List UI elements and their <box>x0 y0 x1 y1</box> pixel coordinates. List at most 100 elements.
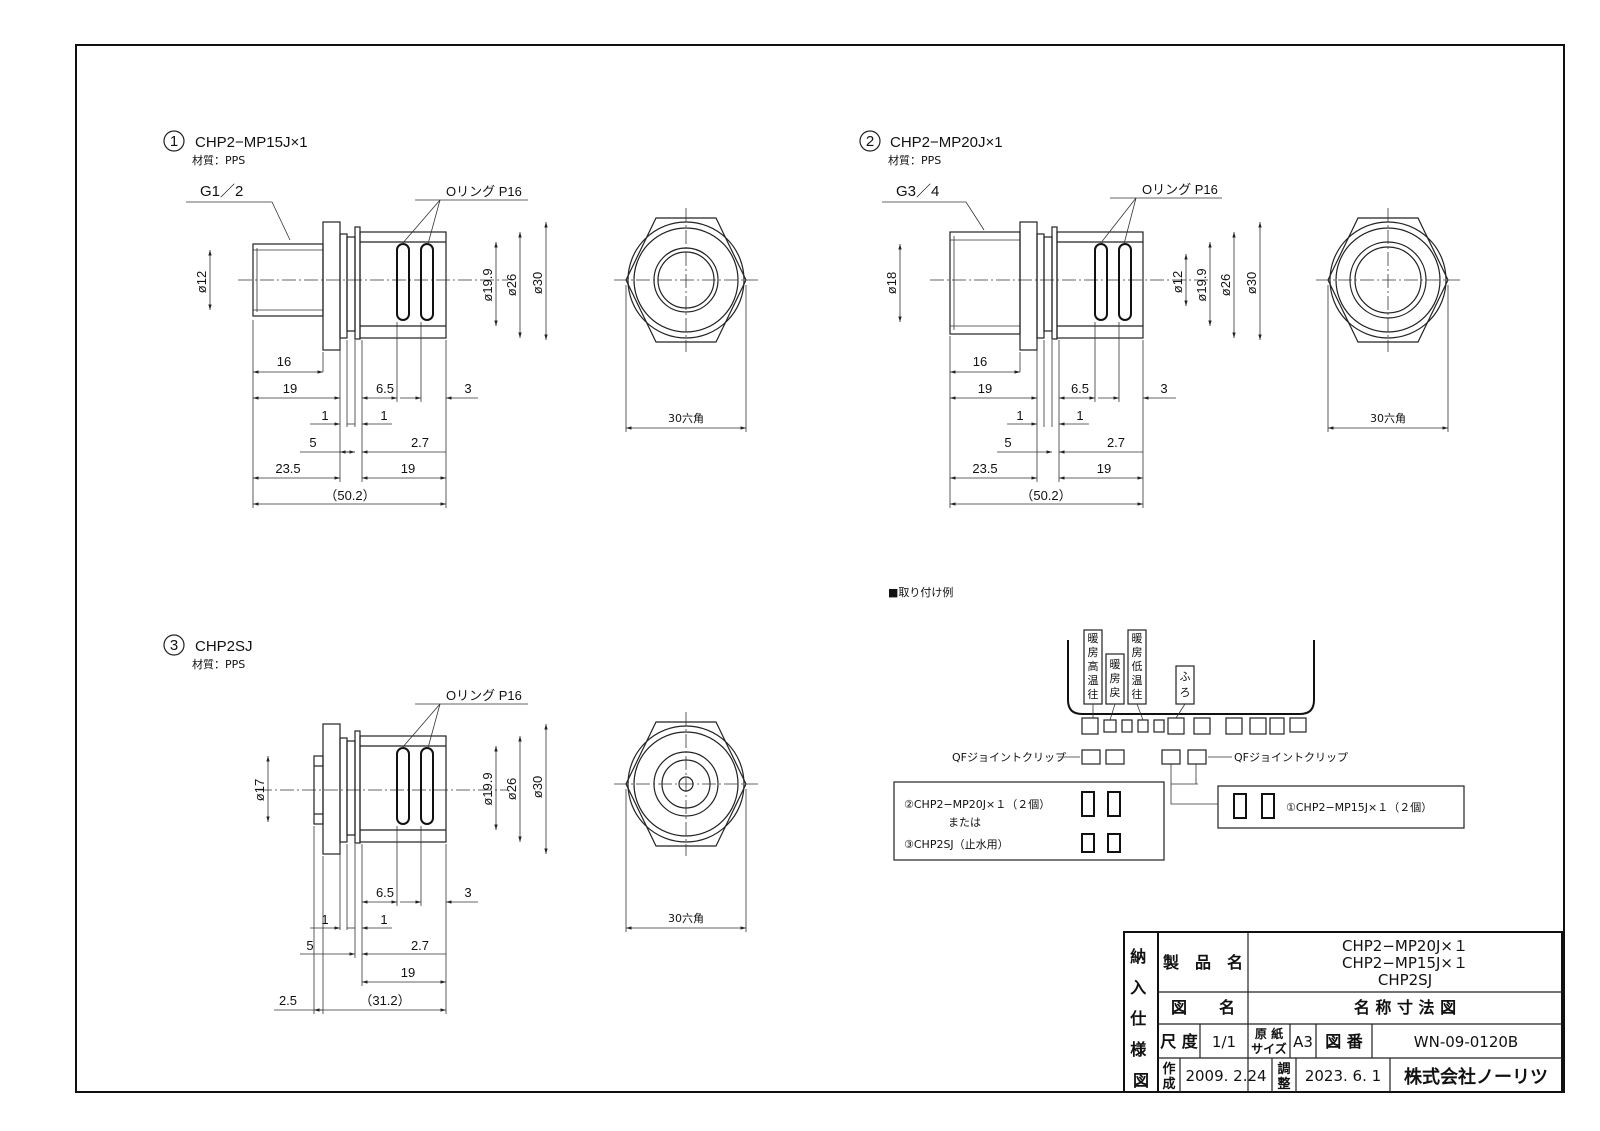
drawing-border <box>75 44 1565 1093</box>
part-1-dim-1b: 1 <box>380 408 387 423</box>
part-3-material: 材質：PPS <box>192 657 245 671</box>
part-2-number-circle <box>859 130 881 152</box>
part-2-dim-16: 16 <box>973 354 987 369</box>
part-1-dim-65: 6.5 <box>376 381 394 396</box>
part-2-oring: Oリング P16 <box>1142 182 1218 197</box>
part-1-dim-hex: 30六角 <box>668 412 704 425</box>
part-2-dim-total: （50.2） <box>1020 488 1071 503</box>
part-3-dim-3: 3 <box>464 885 471 900</box>
part-1-name: CHP2−MP15J×1 <box>195 134 308 151</box>
part-1-dim-5: 5 <box>309 435 316 450</box>
part-3-dim-total: （31.2） <box>359 993 410 1008</box>
part-3-dim-19b: 19 <box>401 965 415 980</box>
tb-size-label-2: サイズ <box>1251 1041 1287 1056</box>
install-box-left-line2: ③CHP2SJ（止水用） <box>904 838 1009 851</box>
part-3-number-circle <box>163 634 185 656</box>
part-2-dim-3: 3 <box>1160 381 1167 396</box>
part-1-dim-total: （50.2） <box>324 488 375 503</box>
install-fitting-icons-right <box>1233 793 1275 819</box>
tb-scale-label: 尺 度 <box>1160 1032 1199 1051</box>
install-box-left-or: または <box>948 816 981 829</box>
tb-size: A3 <box>1293 1033 1313 1051</box>
tb-made-date: 2009. 2.24 <box>1185 1067 1266 1085</box>
part-3-dim-d-left: ø17 <box>252 779 267 801</box>
part-1-dim-d30: ø30 <box>530 272 545 294</box>
part-1-dim-27: 2.7 <box>411 435 429 450</box>
part-3-group: 3 CHP2SJ 材質：PPS Oリング P16 ø17 ø19.9 <box>163 634 758 1014</box>
install-heading: ■取り付け例 <box>888 585 953 599</box>
tb-product-1: CHP2−MP20J×１ <box>1342 937 1468 955</box>
part-3-dim-d30: ø30 <box>530 776 545 798</box>
part-3-dim-d-oring: ø19.9 <box>480 772 495 805</box>
part-1-side-view: G1／2 Oリング P16 ø12 ø19.9 ø26 ø30 <box>186 183 548 508</box>
part-2-number: 2 <box>866 133 874 150</box>
install-box-left-line1: ②CHP2−MP20J×１（２個） <box>904 798 1050 811</box>
tb-drawing-label: 図 名 <box>1171 998 1235 1017</box>
part-1-dim-1a: 1 <box>321 408 328 423</box>
part-3-dim-65: 6.5 <box>376 885 394 900</box>
part-1-dim-d26: ø26 <box>504 274 519 296</box>
part-1-number: 1 <box>170 133 178 150</box>
part-2-end-view: 30六角 <box>1316 208 1460 432</box>
part-2-dim-d-left: ø18 <box>884 272 899 294</box>
install-label-2: 暖房戻 <box>1110 658 1121 699</box>
part-3-dim-d26: ø26 <box>504 778 519 800</box>
part-2-dim-19b: 19 <box>1097 461 1111 476</box>
install-box-right <box>1217 785 1465 829</box>
tb-scale: 1/1 <box>1212 1033 1236 1051</box>
part-2-dim-d30: ø30 <box>1244 272 1259 294</box>
part-2-name: CHP2−MP20J×1 <box>890 134 1003 151</box>
tb-adj-date: 2023. 6. 1 <box>1305 1067 1381 1085</box>
title-block-side-label: 納 入 仕 様 図 <box>1129 947 1152 1090</box>
install-label-3: 暖房低温往 <box>1132 632 1143 701</box>
part-1-dim-19: 19 <box>283 381 297 396</box>
part-1-oring: Oリング P16 <box>446 184 522 199</box>
tb-made-label-2: 成 <box>1162 1076 1175 1092</box>
install-clip-right: QFジョイントクリップ <box>1234 751 1348 764</box>
tb-dwgno-label: 図 番 <box>1325 1032 1364 1051</box>
part-2-dim-5: 5 <box>1004 435 1011 450</box>
part-1-group: 1 CHP2−MP15J×1 材質：PPS G1／2 Oリ <box>163 130 758 508</box>
install-label-4: ふろ <box>1180 670 1191 699</box>
tb-company: 株式会社ノーリツ <box>1404 1066 1548 1088</box>
part-3-name: CHP2SJ <box>195 638 253 655</box>
part-2-dim-hex: 30六角 <box>1370 412 1406 425</box>
part-1-number-circle <box>163 130 185 152</box>
part-1-dim-19b: 19 <box>401 461 415 476</box>
tb-product-2: CHP2−MP15J×１ <box>1342 954 1468 972</box>
part-1-material: 材質：PPS <box>192 153 245 167</box>
part-3-dim-1b: 1 <box>380 912 387 927</box>
install-example: ■取り付け例 暖房高温往 暖房戻 暖房低温往 ふろ <box>888 585 1465 861</box>
tb-dwgno: WN-09-0120B <box>1414 1033 1518 1051</box>
part-2-dim-19: 19 <box>978 381 992 396</box>
part-1-end-view: 30六角 <box>614 208 758 432</box>
part-1-dim-16: 16 <box>277 354 291 369</box>
part-3-dim-5: 5 <box>306 938 313 953</box>
tb-product-label: 製 品 名 <box>1162 953 1243 972</box>
part-3-dim-hex: 30六角 <box>668 912 704 925</box>
part-3-dim-27: 2.7 <box>411 938 429 953</box>
part-1-dim-d-oring: ø19.9 <box>480 268 495 301</box>
tb-drawing-name: 名 称 寸 法 図 <box>1354 998 1456 1017</box>
part-2-group: 2 CHP2−MP20J×1 材質：PPS G3／4 Oリング P16 <box>859 130 1460 508</box>
part-2-material: 材質：PPS <box>888 153 941 167</box>
part-2-dim-d26: ø26 <box>1218 274 1233 296</box>
install-connectors <box>1081 703 1307 735</box>
part-3-oring: Oリング P16 <box>446 688 522 703</box>
part-2-thread: G3／4 <box>896 183 939 200</box>
part-2-dim-27: 2.7 <box>1107 435 1125 450</box>
part-2-dim-1a: 1 <box>1016 408 1023 423</box>
part-2-dim-65: 6.5 <box>1071 381 1089 396</box>
install-label-1: 暖房高温往 <box>1088 632 1099 701</box>
part-2-dim-d-oring: ø19.9 <box>1194 268 1209 301</box>
install-clip-left: QFジョイントクリップ <box>952 751 1066 764</box>
part-3-side-view: Oリング P16 ø17 ø19.9 ø26 ø30 6.5 3 <box>252 688 548 1014</box>
part-3-number: 3 <box>170 637 178 654</box>
part-3-dim-25: 2.5 <box>279 993 297 1008</box>
part-1-dim-235: 23.5 <box>275 461 300 476</box>
part-3-end-view: 30六角 <box>614 712 758 932</box>
tb-adj-label-2: 整 <box>1276 1076 1291 1092</box>
part-1-thread: G1／2 <box>200 183 243 200</box>
part-2-side-view: G3／4 Oリング P16 ø18 ø12 ø19.9 ø26 ø30 <box>882 182 1262 508</box>
tb-made-label-1: 作 <box>1162 1061 1175 1077</box>
